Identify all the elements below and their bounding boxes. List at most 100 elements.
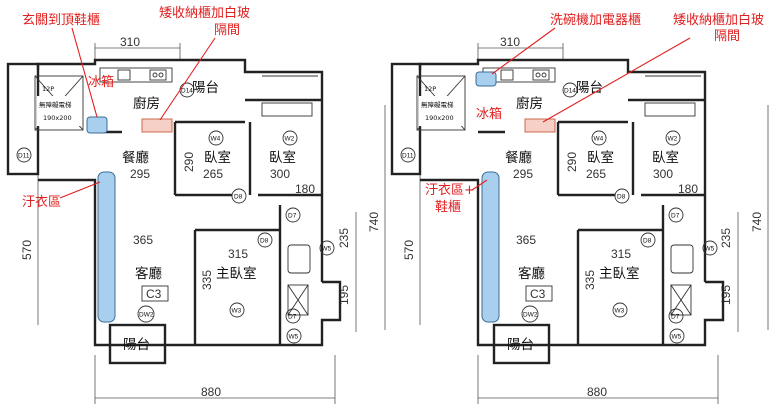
shower [287,284,309,316]
room-bedroom-2: 臥室 [269,149,296,166]
note-cabinet-bottom-right: 隔間 [714,29,740,44]
svg-text:335: 335 [200,270,214,290]
svg-text:D11: D11 [18,153,30,160]
svg-text:315: 315 [611,247,631,261]
room-master: 主臥室 [216,265,257,282]
outer-wall-bottom [38,178,342,347]
svg-text:190x200: 190x200 [425,114,454,122]
note-laundry-plus: 汙衣區+ [425,182,475,198]
note-fridge-right: 冰箱 [476,106,502,122]
low-cabinet-highlight-right [524,118,556,133]
shoe-cabinet-leader [71,27,98,118]
svg-text:300: 300 [653,167,673,181]
dim-740: 740 [367,212,381,232]
shoe-cabinet-highlight [86,116,108,134]
tag-w4: W4 [211,136,221,143]
dim-570: 570 [20,240,34,260]
toilet [287,244,311,274]
svg-text:310: 310 [500,35,520,49]
closet-shoe-highlight [481,171,500,323]
svg-text:740: 740 [750,212,764,232]
svg-text:W4: W4 [594,136,604,143]
svg-text:365: 365 [133,233,153,247]
low-cabinet-highlight [141,118,173,133]
elevator-capacity: 12P [42,85,54,93]
svg-text:D8: D8 [643,238,652,245]
svg-text:180: 180 [295,182,315,196]
door-tag-d11 [16,147,32,163]
low-cabinet-leader-right [542,37,691,123]
svg-text:C3: C3 [146,287,162,301]
tag-d8-a: D8 [234,194,243,201]
elevator-name: 無障礙電梯 [39,100,72,109]
dim-880: 880 [201,385,221,399]
svg-text:290: 290 [182,152,196,172]
room-living: 客廳 [135,265,162,282]
kitchen-counter [99,67,173,83]
tag-d14: D14 [181,88,193,95]
elevator-right [416,75,466,131]
tag-dw2: DW2 [139,312,154,319]
svg-text:DW2: DW2 [523,312,538,319]
svg-text:D7: D7 [671,314,680,321]
svg-text:W3: W3 [615,308,625,315]
svg-text:陽台: 陽台 [507,337,534,353]
dim-235: 235 [337,228,351,248]
svg-text:W5: W5 [672,334,682,341]
c3-box [141,285,169,302]
stove [149,69,167,81]
svg-text:365: 365 [516,233,536,247]
svg-text:W2: W2 [668,136,678,143]
tag-d8-b: D8 [260,238,269,245]
svg-text:臥室: 臥室 [587,149,614,166]
svg-text:無障礙電梯: 無障礙電梯 [421,100,454,109]
svg-text:295: 295 [513,167,533,181]
svg-text:295: 295 [130,167,150,181]
note-laundry: 汙衣區 [22,194,61,210]
note-cabinet-top: 矮收納櫃加白玻 [159,5,250,21]
closet-highlight [97,171,116,323]
svg-text:C3: C3 [530,287,546,301]
svg-text:570: 570 [402,240,416,260]
tag-d7-a: D7 [288,213,297,220]
dishwasher-highlight [475,71,497,87]
svg-text:290: 290 [565,152,579,172]
sink [117,69,131,81]
elevator-size: 190x200 [43,114,72,122]
svg-text:315: 315 [228,247,248,261]
svg-text:D14: D14 [564,88,576,95]
svg-text:臥室: 臥室 [652,149,679,166]
svg-text:180: 180 [678,182,698,196]
laundry-leader [59,181,101,199]
balcony-bottom-box [108,323,167,365]
room-dining: 餐廳 [122,149,149,166]
svg-text:主臥室: 主臥室 [599,265,640,282]
low-cabinet-leader [159,37,216,121]
svg-text:195: 195 [719,285,733,305]
svg-text:335: 335 [583,270,597,290]
tag-w2: W2 [285,136,295,143]
note-cabinet-top-right: 矮收納櫃加白玻 [673,12,764,28]
svg-text:300: 300 [270,167,290,181]
svg-text:陽台: 陽台 [576,80,603,96]
svg-text:265: 265 [203,167,223,181]
svg-text:D8: D8 [617,194,626,201]
svg-text:廚房: 廚房 [516,95,543,112]
laundry-sink [261,102,313,117]
svg-text:265: 265 [586,167,606,181]
tag-d7-b: D7 [288,314,297,321]
room-balcony-bottom: 陽台 [123,337,150,353]
tag-w5-b: W5 [289,334,299,341]
tag-w5-a: W5 [322,246,332,253]
elevator [34,75,84,131]
room-kitchen: 廚房 [133,95,160,112]
svg-text:D11: D11 [402,153,414,160]
tag-w3: W3 [232,308,242,315]
svg-text:12P: 12P [424,85,436,93]
floor-plan-right: 310 570 740 880 235 195 12P 無障礙電梯 190x20… [390,12,769,404]
svg-text:W5: W5 [705,246,715,253]
svg-text:D7: D7 [671,213,680,220]
svg-text:235: 235 [719,228,733,248]
room-bedroom-1: 臥室 [204,149,231,166]
